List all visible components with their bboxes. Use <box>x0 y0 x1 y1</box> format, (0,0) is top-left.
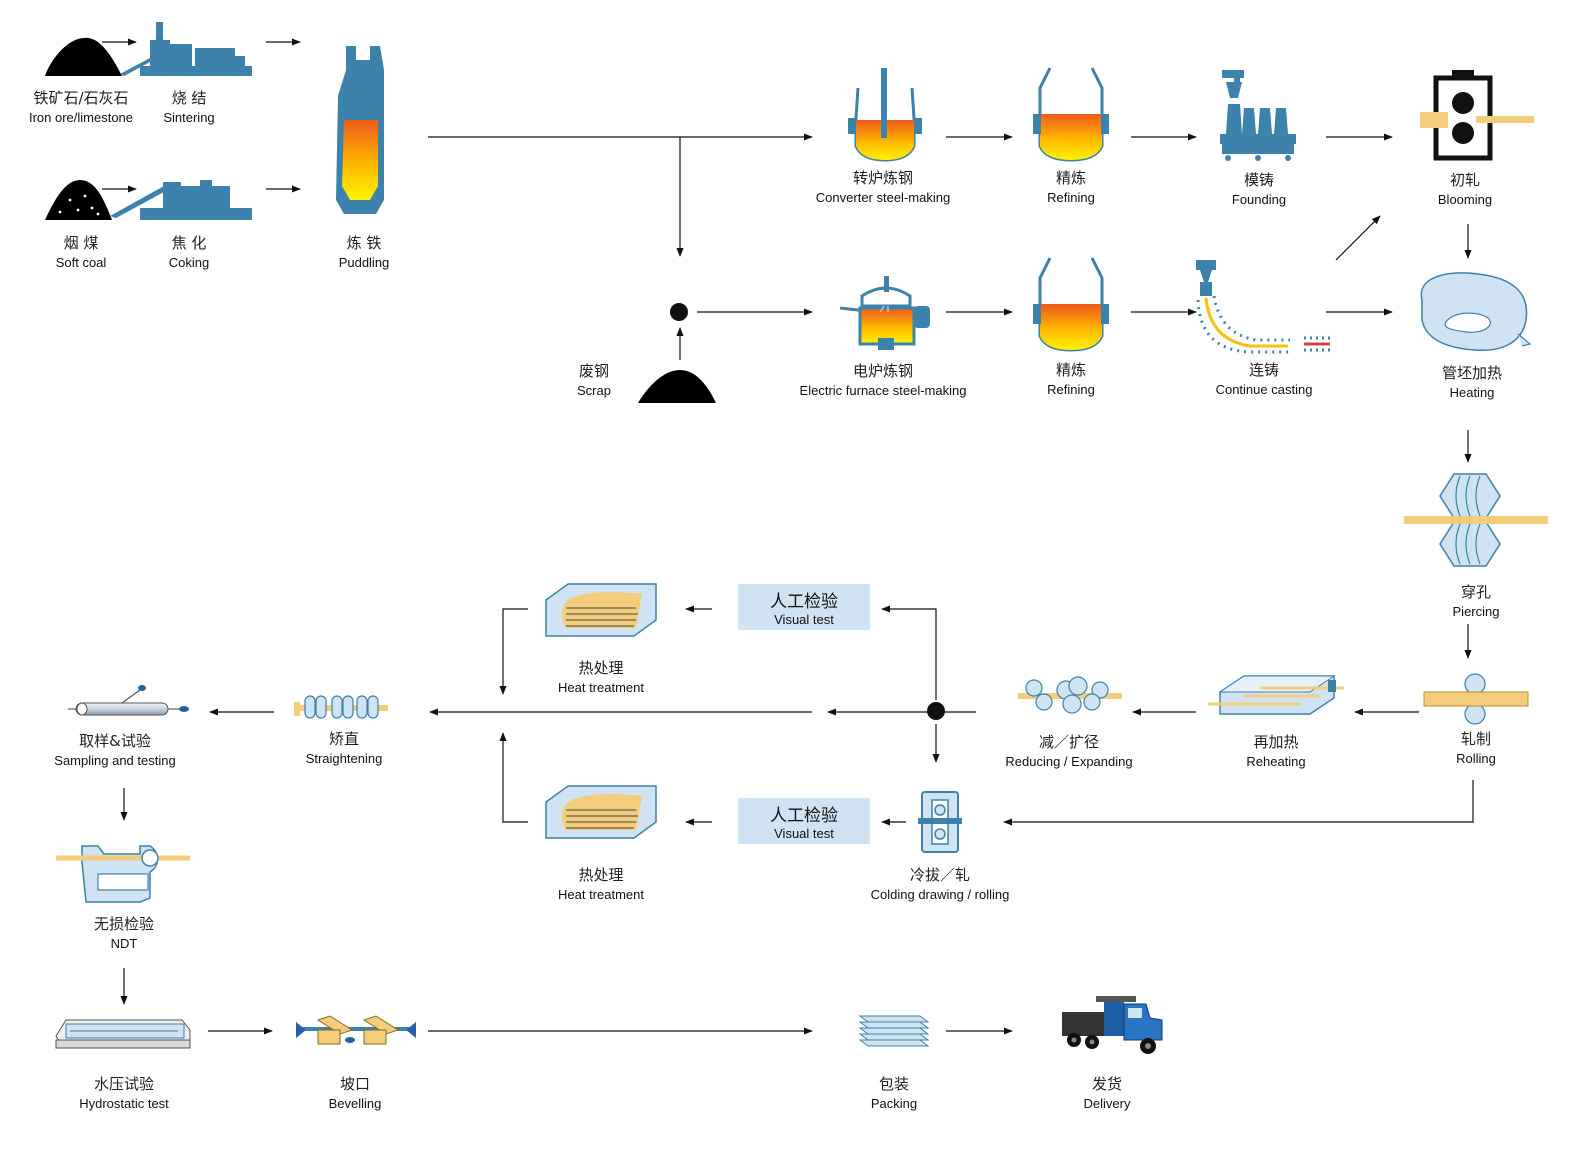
rotary-furnace-icon <box>1420 272 1532 352</box>
electric-furnace-icon <box>839 276 930 350</box>
rolling-roll-icon <box>1423 673 1529 725</box>
ore-pile-icon <box>45 37 122 76</box>
factory-icon <box>120 22 252 76</box>
coke-plant-icon <box>110 180 252 220</box>
ladle-icon <box>1033 257 1109 352</box>
coal-pile-icon <box>45 180 112 220</box>
blast-furnace-icon <box>336 46 384 214</box>
pipe-bundle-icon <box>858 1015 930 1047</box>
bevelling-machine-icon <box>296 1015 416 1045</box>
ladle-icon <box>1033 67 1109 162</box>
piercing-mill-icon <box>1404 473 1548 567</box>
ndt-machine-icon <box>56 845 190 903</box>
merge-node <box>670 303 688 321</box>
cold-drawing-icon <box>918 791 962 853</box>
flow-arrows <box>102 38 1474 1035</box>
mold-casting-icon <box>1220 70 1296 161</box>
continuous-caster-icon <box>1196 260 1330 354</box>
hydro-tester-icon <box>55 1019 191 1049</box>
sampling-probe-icon <box>68 685 189 716</box>
scrap-pile-icon <box>638 370 716 403</box>
heat-treatment-furnace-icon <box>545 583 657 637</box>
split-node <box>927 702 945 720</box>
rolling-mill-icon <box>1420 70 1534 161</box>
reheat-furnace-icon <box>1208 675 1344 715</box>
sizing-mill-icon <box>1018 676 1122 714</box>
converter-icon <box>848 68 922 162</box>
truck-icon <box>1062 996 1163 1054</box>
straightener-icon <box>294 695 388 719</box>
heat-treatment-furnace-icon <box>545 785 657 839</box>
